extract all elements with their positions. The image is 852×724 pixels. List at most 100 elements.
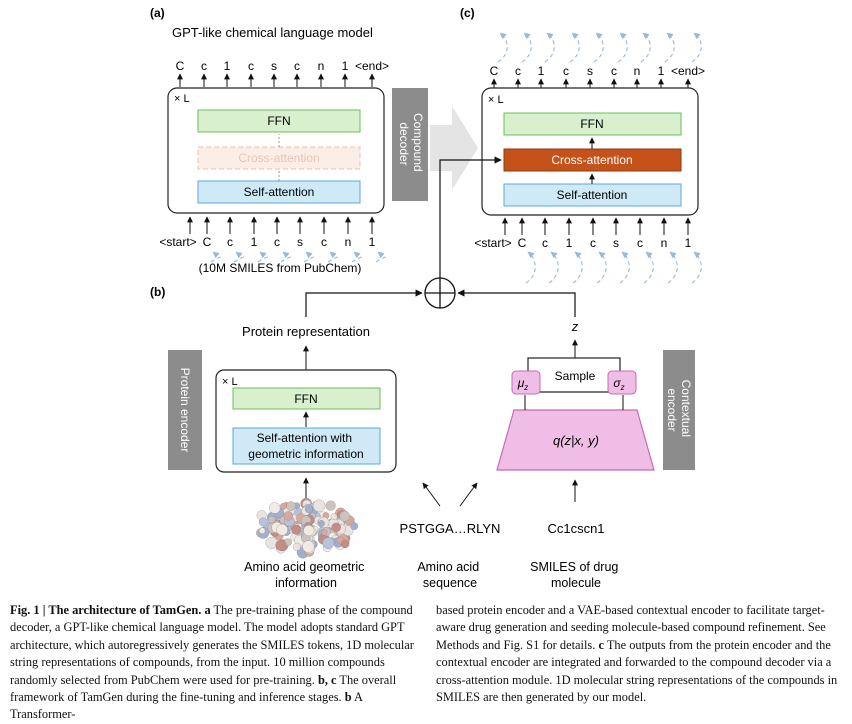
sample-label: Sample: [555, 369, 596, 383]
protein-atom: [339, 510, 351, 522]
panel-a-label: (a): [150, 6, 165, 20]
compound-decoder-label: Compound decoder: [397, 113, 425, 175]
input-token-c-3: 1: [566, 236, 573, 250]
ffn-label-c: FFN: [580, 117, 603, 131]
input-token-a-2: c: [227, 235, 233, 249]
repeat-label-a: × L: [174, 93, 190, 105]
protein-atom: [330, 513, 338, 521]
contextual-encoder-label-bg: [663, 350, 695, 470]
geo-self-attention-box: [232, 427, 381, 465]
compound-decoder-label-bg: [392, 88, 428, 201]
output-token-a-8: <end>: [355, 59, 389, 73]
protein-atom: [340, 539, 350, 549]
dashed-arc-c-bottom-7: [691, 251, 702, 284]
protein-atom: [331, 522, 341, 533]
caption-right: based protein encoder and a VAE-based co…: [436, 603, 838, 705]
input-token-a-4: c: [274, 235, 280, 249]
protein-atom: [321, 529, 328, 536]
self-attention-label-a: Self-attention: [244, 185, 315, 199]
architecture-figure: (a) (c) (b) GPT-like chemical language m…: [150, 6, 705, 590]
protein-atom: [258, 517, 268, 527]
protein-encoder-label: Protein encoder: [178, 368, 192, 453]
input-token-c-8: 1: [685, 236, 692, 250]
dashed-arc-c-bottom-1: [548, 251, 559, 284]
output-token-c-6: n: [634, 64, 641, 78]
input-token-a-0: <start>: [159, 235, 196, 249]
protein-atom: [318, 520, 325, 527]
input-token-c-0: <start>: [474, 236, 511, 250]
output-token-c-2: 1: [538, 64, 545, 78]
dashed-arc-a-bottom-1: [233, 251, 244, 263]
input-token-c-2: c: [542, 236, 548, 250]
dashed-arc-a-bottom-7: [375, 251, 386, 263]
output-token-c-4: s: [587, 64, 593, 78]
dashed-arc-c-top-8: [691, 32, 702, 63]
protein-encoder-label-bg: [168, 350, 202, 470]
dashed-arc-a-bottom-4: [303, 251, 314, 263]
input-token-a-1: C: [203, 235, 212, 249]
dashed-arc-a-bottom-3: [280, 251, 291, 263]
smiles-label: SMILES of drug molecule: [530, 560, 622, 590]
dashed-arc-a-bottom-0: [210, 251, 221, 263]
protein-atom: [276, 523, 288, 536]
output-token-a-0: C: [176, 59, 185, 73]
input-token-c-1: C: [518, 236, 527, 250]
input-token-a-6: c: [321, 235, 327, 249]
dashed-arc-c-top-3: [569, 32, 580, 63]
protein-atom: [283, 511, 293, 521]
output-token-c-0: C: [490, 64, 499, 78]
protein-atom: [259, 527, 266, 534]
autoregressive-dashed-arrows-c: [497, 32, 702, 284]
dashed-arc-c-top-5: [617, 32, 628, 63]
dashed-arc-a-bottom-5: [327, 251, 338, 263]
input-token-a-5: s: [297, 235, 303, 249]
ffn-label-b: FFN: [294, 392, 317, 406]
dashed-arc-c-top-4: [593, 32, 604, 63]
dashed-arc-a-bottom-2: [257, 251, 268, 263]
dashed-arc-c-bottom-5: [643, 251, 654, 284]
cross-attention-label-faded: Cross-attention: [238, 151, 319, 165]
output-token-a-6: n: [318, 59, 325, 73]
dashed-arc-c-top-0: [497, 32, 508, 63]
ffn-box-a: [197, 109, 361, 133]
input-token-a-8: 1: [369, 235, 376, 249]
mu-label: μz: [517, 376, 529, 392]
autoregressive-dashed-arrows-a: [210, 251, 386, 263]
input-token-a-7: n: [345, 235, 352, 249]
dashed-arc-c-top-6: [640, 32, 651, 63]
protein-atom: [322, 537, 335, 549]
transition-arrow: [430, 106, 478, 190]
sequence-text: PSTGGA…RLYN: [400, 521, 501, 536]
ffn-box-b: [232, 387, 381, 410]
protein-structure-icon: [255, 497, 359, 559]
protein-atom: [269, 502, 281, 514]
dashed-arc-c-top-7: [664, 32, 675, 63]
contextual-encoder-label: Contextual encoder: [665, 380, 693, 441]
sigma-box: [607, 370, 637, 395]
protein-atom: [302, 540, 315, 553]
vae-encoder-trapezoid: [496, 409, 655, 471]
protein-atom: [312, 499, 326, 512]
panel-c-label: (c): [460, 6, 475, 20]
output-token-a-7: 1: [342, 59, 349, 73]
input-token-c-4: c: [590, 236, 596, 250]
output-token-c-3: c: [563, 64, 569, 78]
protein-representation-label: Protein representation: [242, 324, 370, 339]
output-token-a-1: c: [201, 59, 207, 73]
geometric-info-label: Amino acid geometric information: [244, 560, 368, 590]
merge-to-cross-attention: [439, 156, 502, 278]
repeat-label-c: × L: [488, 94, 504, 106]
dashed-arc-c-top-1: [521, 32, 532, 63]
input-token-c-6: c: [637, 236, 643, 250]
dashed-arc-a-bottom-6: [351, 251, 362, 263]
geo-self-attention-label: Self-attention with geometric informatio…: [248, 431, 363, 461]
dashed-arc-c-bottom-6: [667, 251, 678, 284]
protein-atom: [305, 505, 313, 514]
posterior-label: q(z|x, y): [553, 433, 599, 448]
repeat-label-b: × L: [222, 376, 238, 388]
protein-atom: [286, 501, 296, 511]
